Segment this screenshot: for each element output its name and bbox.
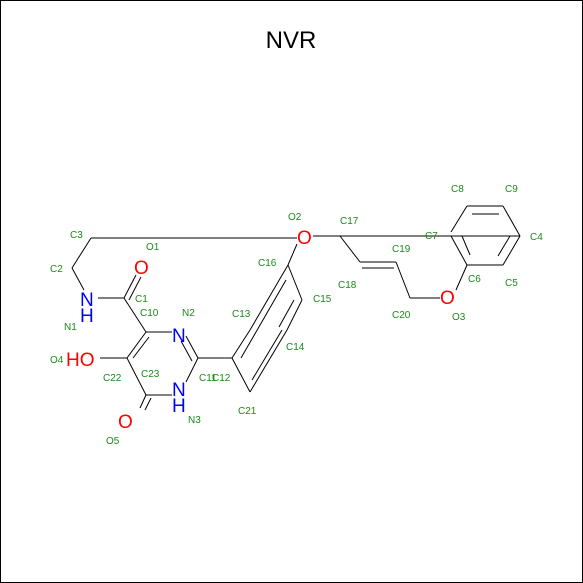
label-n2: N2 (182, 308, 195, 319)
label-c20: C20 (392, 310, 411, 321)
label-c22: C22 (103, 373, 122, 384)
label-o2: O2 (288, 212, 302, 223)
label-c19: C19 (392, 244, 411, 255)
bond-c22-c10-double (132, 336, 150, 359)
label-o5: O5 (106, 436, 120, 447)
label-c2: C2 (50, 264, 63, 275)
label-c15: C15 (313, 294, 332, 305)
label-c11: C11 (199, 373, 217, 384)
bond-c12-c13 (231, 329, 251, 359)
atom-n3: N (172, 380, 186, 401)
label-c16: C16 (258, 258, 277, 269)
label-c14: C14 (286, 342, 305, 353)
label-c8: C8 (451, 184, 464, 195)
diagram-title: NVR (266, 27, 317, 54)
bond-c13-c16 (249, 264, 289, 331)
label-c5: C5 (505, 278, 518, 289)
bonds (71, 205, 521, 411)
bond-c22-c10 (126, 331, 147, 359)
label-c13: C13 (232, 309, 251, 320)
label-c18: C18 (338, 280, 357, 291)
bond-c6-c7 (450, 235, 468, 266)
bond-o3-c6 (455, 264, 468, 291)
bond-c9-c4 (502, 205, 521, 237)
atom-labels: C1 C2 C3 C4 C5 C6 C7 C8 C9 C10 C11 C12 C… (50, 184, 543, 447)
label-c1: C1 (135, 294, 148, 305)
bond-c3-c2 (71, 237, 92, 269)
bond-c1-o1 (123, 274, 137, 299)
bond-n2-c11 (185, 335, 199, 359)
atom-h1: H (80, 306, 94, 327)
bond-c21-c12 (231, 357, 251, 393)
bond-inner-1 (240, 279, 287, 359)
bond-c15-c14 (286, 299, 303, 331)
bond-inner-6 (461, 235, 471, 256)
bond-c16-o2 (287, 243, 298, 266)
atom-n1: N (80, 290, 94, 311)
atom-o2: O (297, 228, 312, 249)
label-o4: O4 (50, 355, 64, 366)
heteroatoms: N H N N H O O O HO O (66, 228, 455, 433)
label-c17: C17 (340, 216, 359, 227)
atom-n2: N (172, 326, 186, 347)
atom-h3: H (172, 396, 186, 417)
atom-o3: O (440, 288, 455, 309)
label-c23: C23 (141, 369, 160, 380)
atom-o1: O (134, 258, 149, 279)
bond-n2-c11-double (180, 340, 193, 362)
label-o3: O3 (452, 312, 466, 323)
label-o1: O1 (146, 242, 160, 253)
bond-c23-c22 (126, 357, 147, 396)
bond-inner-3 (251, 329, 283, 381)
bond-c19-c20 (395, 261, 411, 299)
label-n3: N3 (188, 415, 201, 426)
label-n1: N1 (64, 322, 77, 333)
label-c9: C9 (505, 184, 518, 195)
bond-c23-o5 (139, 394, 147, 409)
label-c21: C21 (238, 406, 257, 417)
bond-c16-c15 (287, 264, 303, 301)
atom-o5: O (118, 412, 133, 433)
label-c3: C3 (70, 230, 83, 241)
bond-c23-o5-double (144, 397, 152, 411)
bond-c2-n1 (71, 267, 85, 291)
bond-inner-5 (497, 235, 511, 257)
atom-o4: HO (66, 350, 95, 371)
bond-inner-2 (278, 299, 295, 328)
bond-c1-c10 (123, 297, 147, 333)
bond-c7-c8 (450, 205, 468, 233)
label-c7: C7 (425, 231, 438, 242)
bond-c4-c5 (502, 235, 521, 266)
bond-c17-c18 (339, 235, 361, 263)
bond-c11-n3 (185, 357, 199, 383)
bond-c14-c21 (249, 329, 288, 393)
label-c10: C10 (140, 308, 159, 319)
label-c6: C6 (468, 274, 481, 285)
label-c12: C12 (212, 373, 231, 384)
label-c4: C4 (530, 232, 543, 243)
bond-c1-o1-double (128, 276, 142, 301)
